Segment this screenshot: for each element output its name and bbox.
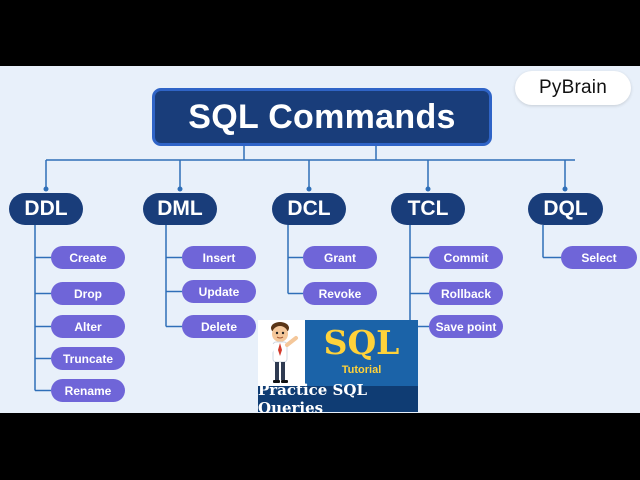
- command-create: Create: [51, 246, 125, 269]
- promo-panel: SQL Tutorial: [305, 320, 418, 386]
- command-truncate: Truncate: [51, 347, 125, 370]
- promo-caption-bar: Practice SQL Queries: [258, 381, 418, 413]
- command-rename: Rename: [51, 379, 125, 402]
- category-ddl: DDL: [9, 193, 83, 225]
- command-insert: Insert: [182, 246, 256, 269]
- promo-subline: Tutorial: [341, 364, 382, 376]
- command-delete: Delete: [182, 315, 256, 338]
- command-alter: Alter: [51, 315, 125, 338]
- command-commit: Commit: [429, 246, 503, 269]
- promo-headline: SQL: [323, 323, 400, 362]
- connector-dot: [43, 186, 49, 192]
- brand-label: PyBrain: [539, 77, 607, 98]
- category-tcl: TCL: [391, 193, 465, 225]
- command-save-point: Save point: [429, 315, 503, 338]
- command-grant: Grant: [303, 246, 377, 269]
- connector-dot: [562, 186, 568, 192]
- command-drop: Drop: [51, 282, 125, 305]
- category-dml: DML: [143, 193, 217, 225]
- presenter-icon: [267, 322, 298, 383]
- category-dql: DQL: [528, 193, 603, 225]
- connector-dot: [425, 186, 431, 192]
- connector-dot: [306, 186, 312, 192]
- command-rollback: Rollback: [429, 282, 503, 305]
- brand-badge: PyBrain: [515, 71, 631, 105]
- command-update: Update: [182, 280, 256, 303]
- command-select: Select: [561, 246, 637, 269]
- promo-caption: Practice SQL Queries: [258, 381, 368, 413]
- diagram-title: SQL Commands: [152, 88, 492, 146]
- category-dcl: DCL: [272, 193, 346, 225]
- command-revoke: Revoke: [303, 282, 377, 305]
- connector-dot: [177, 186, 183, 192]
- connector-lines: [34, 146, 575, 392]
- diagram-title-text: SQL Commands: [188, 97, 456, 136]
- promo-avatar: [258, 320, 305, 386]
